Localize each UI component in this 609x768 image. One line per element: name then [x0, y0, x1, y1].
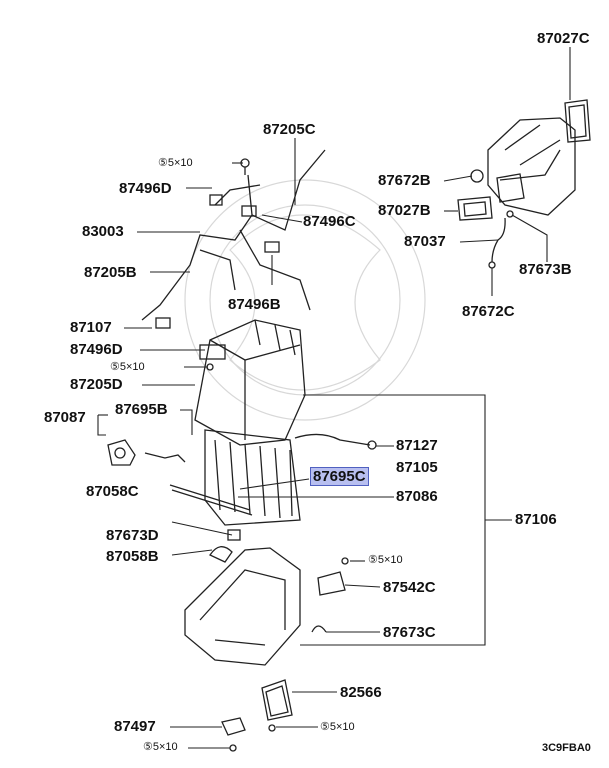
label-83003: 83003	[82, 223, 124, 240]
label-87037: 87037	[404, 233, 446, 250]
label-87542C: 87542C	[383, 579, 436, 596]
rod-87086	[144, 452, 253, 516]
label-87107: 87107	[70, 319, 112, 336]
diagram-code: 3C9FBA0	[542, 742, 591, 754]
label-87672C: 87672C	[462, 303, 515, 320]
label-87027B: 87027B	[378, 202, 431, 219]
filter-82566	[261, 679, 293, 721]
bracket-87542C	[317, 571, 346, 596]
label-82566: 82566	[340, 684, 382, 701]
label-87086: 87086	[396, 488, 438, 505]
hose-87037	[488, 210, 514, 269]
label-87496D-lower: 87496D	[70, 341, 123, 358]
label-87497: 87497	[114, 718, 156, 735]
leader-lines	[97, 47, 571, 749]
label-87205D: 87205D	[70, 376, 123, 393]
lower-case-87106	[184, 547, 301, 666]
label-87027C: 87027C	[537, 30, 590, 47]
label-87205C: 87205C	[263, 121, 316, 138]
label-87127: 87127	[396, 437, 438, 454]
label-87672B: 87672B	[378, 172, 431, 189]
duct-assembly-87027C	[487, 99, 591, 216]
bolt-label-a: ⑤5×10	[158, 157, 193, 169]
bolt-label-c: ⑤5×10	[368, 554, 403, 566]
gasket-87027B	[457, 196, 493, 221]
grommet-87058C	[107, 439, 136, 466]
wiring-harness	[141, 149, 326, 329]
bolt-label-d: ⑤5×10	[320, 721, 355, 733]
bolt-label-b: ⑤5×10	[110, 361, 145, 373]
clip-87673C	[311, 625, 327, 633]
label-87673D: 87673D	[106, 527, 159, 544]
label-87496C: 87496C	[303, 213, 356, 230]
label-87106: 87106	[515, 511, 557, 528]
clip-87672B	[470, 169, 484, 183]
label-87058B: 87058B	[106, 548, 159, 565]
bolt-label-e: ⑤5×10	[143, 741, 178, 753]
label-87087: 87087	[44, 409, 86, 426]
clip-87058B	[209, 546, 233, 563]
label-87058C: 87058C	[86, 483, 139, 500]
label-87105: 87105	[396, 459, 438, 476]
label-87205B: 87205B	[84, 264, 137, 281]
heater-core-87105	[204, 429, 301, 526]
bracket-87497	[221, 717, 246, 736]
label-87695B: 87695B	[115, 401, 168, 418]
pipe-87127	[294, 433, 377, 450]
label-87673B: 87673B	[519, 261, 572, 278]
label-87673C: 87673C	[383, 624, 436, 641]
label-87496B: 87496B	[228, 296, 281, 313]
label-87695C-highlighted[interactable]: 87695C	[310, 467, 369, 486]
clip-87673D	[227, 529, 241, 541]
label-87496D-upper: 87496D	[119, 180, 172, 197]
heater-unit-87107	[194, 319, 306, 446]
